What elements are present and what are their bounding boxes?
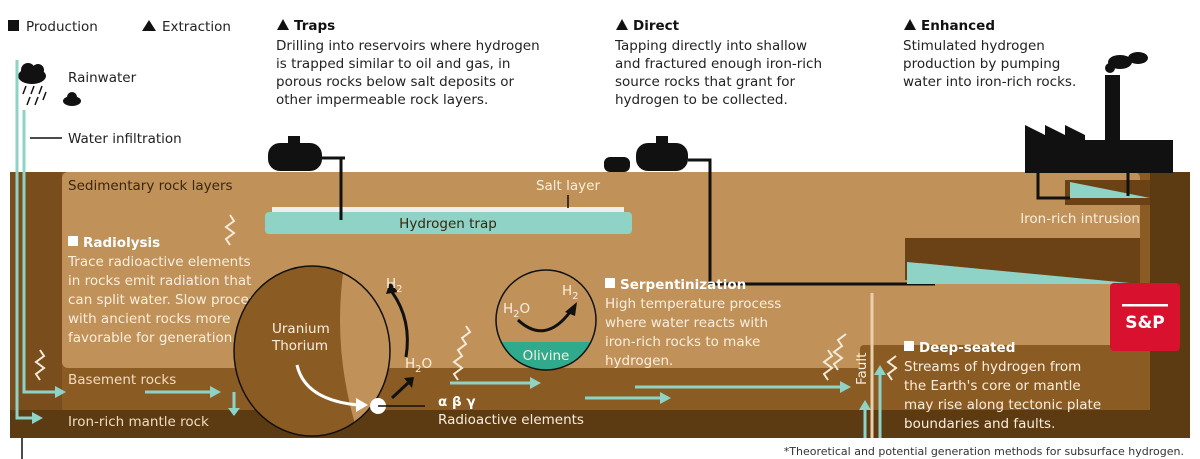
radiolysis-title: Radiolysis xyxy=(83,235,160,251)
svg-text:water into iron-rich rocks.: water into iron-rich rocks. xyxy=(903,74,1076,90)
svg-text:Uranium: Uranium xyxy=(272,321,330,337)
fault-label: Fault xyxy=(854,353,870,385)
sedimentary-label: Sedimentary rock layers xyxy=(68,178,233,194)
svg-text:H2: H2 xyxy=(386,276,403,295)
svg-text:in rocks emit radiation that: in rocks emit radiation that xyxy=(68,273,251,289)
svg-text:source rocks that grant for: source rocks that grant for xyxy=(615,74,795,90)
traps-block: Traps Drilling into reservoirs where hyd… xyxy=(276,18,540,108)
svg-text:Enhanced: Enhanced xyxy=(921,18,995,34)
salt-label: Salt layer xyxy=(536,178,600,194)
footnote: *Theoretical and potential generation me… xyxy=(784,445,1184,458)
iron-rich-intrusion-upper xyxy=(1070,182,1150,198)
svg-text:S&P: S&P xyxy=(1125,313,1165,333)
radiation-label: α β γ xyxy=(438,394,476,410)
mantle-label: Iron-rich mantle rock xyxy=(68,414,209,430)
svg-text:other impermeable rock layers.: other impermeable rock layers. xyxy=(276,92,488,108)
svg-text:Drilling into reservoirs where: Drilling into reservoirs where hydrogen xyxy=(276,38,540,54)
extraction-triangle-icon xyxy=(616,19,628,30)
factory-icon xyxy=(1025,52,1173,173)
svg-text:favorable for generation.: favorable for generation. xyxy=(68,330,237,346)
salt-layer xyxy=(272,207,624,212)
svg-text:with ancient rocks more: with ancient rocks more xyxy=(68,311,230,327)
water-flow-arrows xyxy=(15,60,882,438)
svg-text:Traps: Traps xyxy=(294,18,335,34)
svg-text:porous rocks below salt deposi: porous rocks below salt deposits or xyxy=(276,74,515,90)
svg-text:Tapping directly into shallow: Tapping directly into shallow xyxy=(614,38,807,54)
rain-cloud-icon xyxy=(18,63,81,106)
serpentinization-title: Serpentinization xyxy=(620,277,746,293)
svg-text:High temperature process: High temperature process xyxy=(605,296,781,312)
radioactive-elements-label: Radioactive elements xyxy=(438,412,584,428)
extraction-triangle-icon xyxy=(142,20,156,31)
svg-text:production by pumping: production by pumping xyxy=(903,56,1060,72)
svg-text:Stimulated hydrogen: Stimulated hydrogen xyxy=(903,38,1045,54)
svg-text:Olivine: Olivine xyxy=(523,348,570,364)
extraction-triangle-icon xyxy=(904,19,916,30)
production-square-icon xyxy=(8,20,19,31)
svg-text:boundaries and faults.: boundaries and faults. xyxy=(904,416,1055,432)
mantle-layer xyxy=(10,410,1190,438)
intrusion-label: Iron-rich intrusion xyxy=(1020,211,1140,227)
svg-text:H2O: H2O xyxy=(405,356,432,375)
svg-text:H2O: H2O xyxy=(503,301,530,320)
hydrogen-trap xyxy=(265,212,632,234)
svg-text:and fractured enough iron-rich: and fractured enough iron-rich xyxy=(615,56,822,72)
svg-text:H2: H2 xyxy=(562,283,579,302)
iron-rich-intrusion-lower xyxy=(907,262,1140,284)
legend-production: Production xyxy=(26,19,98,35)
svg-text:Hydrogen trap: Hydrogen trap xyxy=(399,216,497,232)
svg-text:Trace radioactive elements: Trace radioactive elements xyxy=(67,254,251,270)
extraction-triangle-icon xyxy=(277,19,289,30)
svg-text:Streams of hydrogen from: Streams of hydrogen from xyxy=(904,359,1081,375)
legend-extraction: Extraction xyxy=(162,19,231,35)
svg-text:Thorium: Thorium xyxy=(271,338,328,354)
sp-logo: S&P xyxy=(1110,283,1180,351)
tank-icons xyxy=(268,136,688,172)
radiolysis-circle: Uranium Thorium H2 H2O xyxy=(233,265,432,437)
svg-text:where water reacts with: where water reacts with xyxy=(605,315,768,331)
svg-text:the Earth's core or mantle: the Earth's core or mantle xyxy=(904,378,1081,394)
deep-seated-title: Deep-seated xyxy=(919,340,1015,356)
water-infiltration-label: Water infiltration xyxy=(68,131,182,147)
rainwater-label: Rainwater xyxy=(68,70,137,86)
svg-text:hydrogen to be collected.: hydrogen to be collected. xyxy=(615,92,788,108)
direct-block: Direct Tapping directly into shallow and… xyxy=(614,18,822,108)
svg-text:can split water. Slow process: can split water. Slow process xyxy=(68,292,263,308)
svg-text:may rise along tectonic plate: may rise along tectonic plate xyxy=(904,397,1101,413)
svg-text:iron-rich rocks to make: iron-rich rocks to make xyxy=(605,334,760,350)
svg-text:is trapped similar to oil and: is trapped similar to oil and gas, in xyxy=(276,56,510,72)
svg-text:Direct: Direct xyxy=(633,18,680,34)
basement-label: Basement rocks xyxy=(68,372,176,388)
enhanced-block: Enhanced Stimulated hydrogen production … xyxy=(903,18,1076,90)
svg-text:hydrogen.: hydrogen. xyxy=(605,353,673,369)
